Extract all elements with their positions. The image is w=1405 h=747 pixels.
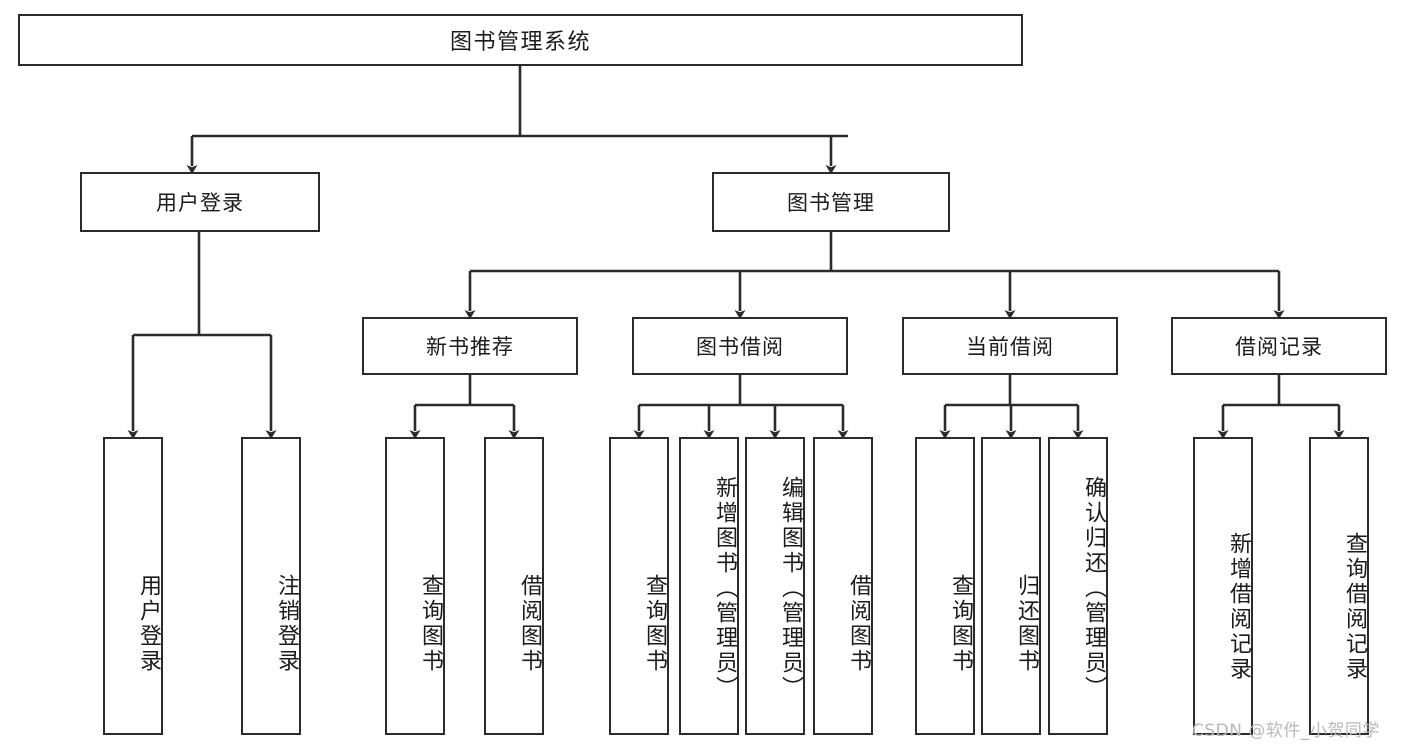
- node-label: 用户登录: [136, 574, 161, 674]
- node-book-manage[interactable]: 图书管理: [712, 172, 950, 232]
- node-leaf-borrow-book-2[interactable]: 借阅图书: [813, 437, 873, 735]
- node-leaf-query-book-1[interactable]: 查询图书: [385, 437, 445, 735]
- node-label: 查询借阅记录: [1342, 532, 1367, 682]
- node-label: 确认归还（管理员）: [1081, 475, 1106, 701]
- node-new-book-recommend[interactable]: 新书推荐: [362, 317, 578, 375]
- node-label: 新书推荐: [426, 335, 514, 359]
- node-label: 当前借阅: [966, 335, 1054, 359]
- node-leaf-query-book-3[interactable]: 查询图书: [915, 437, 975, 735]
- node-leaf-confirm-return[interactable]: 确认归还（管理员）: [1048, 437, 1108, 735]
- node-label: 借阅记录: [1235, 335, 1323, 359]
- node-leaf-query-record[interactable]: 查询借阅记录: [1309, 437, 1369, 735]
- node-current-borrow[interactable]: 当前借阅: [902, 317, 1118, 375]
- node-label: 借阅图书: [846, 574, 871, 674]
- node-label: 新增借阅记录: [1226, 532, 1251, 682]
- node-leaf-add-record[interactable]: 新增借阅记录: [1193, 437, 1253, 735]
- watermark: CSDN @软件_小贺同学: [1192, 721, 1380, 741]
- node-label: 查询图书: [418, 574, 443, 674]
- node-borrow-record[interactable]: 借阅记录: [1171, 317, 1387, 375]
- node-leaf-add-book[interactable]: 新增图书（管理员）: [679, 437, 739, 735]
- node-leaf-return-book[interactable]: 归还图书: [981, 437, 1041, 735]
- node-leaf-edit-book[interactable]: 编辑图书（管理员）: [745, 437, 805, 735]
- node-label: 用户登录: [156, 191, 244, 215]
- node-label: 归还图书: [1014, 574, 1039, 674]
- node-leaf-logout-login[interactable]: 注销登录: [241, 437, 301, 735]
- node-label: 图书管理系统: [449, 30, 591, 55]
- node-label: 查询图书: [642, 574, 667, 674]
- node-leaf-query-book-2[interactable]: 查询图书: [609, 437, 669, 735]
- node-label: 借阅图书: [517, 574, 542, 674]
- node-label: 编辑图书（管理员）: [778, 475, 803, 701]
- node-label: 图书管理: [787, 191, 875, 215]
- node-user-login[interactable]: 用户登录: [80, 172, 320, 232]
- node-root-book-management-system[interactable]: 图书管理系统: [18, 14, 1023, 66]
- node-book-borrow[interactable]: 图书借阅: [632, 317, 848, 375]
- node-label: 注销登录: [274, 574, 299, 674]
- node-leaf-borrow-book-1[interactable]: 借阅图书: [484, 437, 544, 735]
- node-leaf-user-login[interactable]: 用户登录: [103, 437, 163, 735]
- node-label: 图书借阅: [696, 335, 784, 359]
- node-label: 查询图书: [948, 574, 973, 674]
- node-label: 新增图书（管理员）: [712, 475, 737, 701]
